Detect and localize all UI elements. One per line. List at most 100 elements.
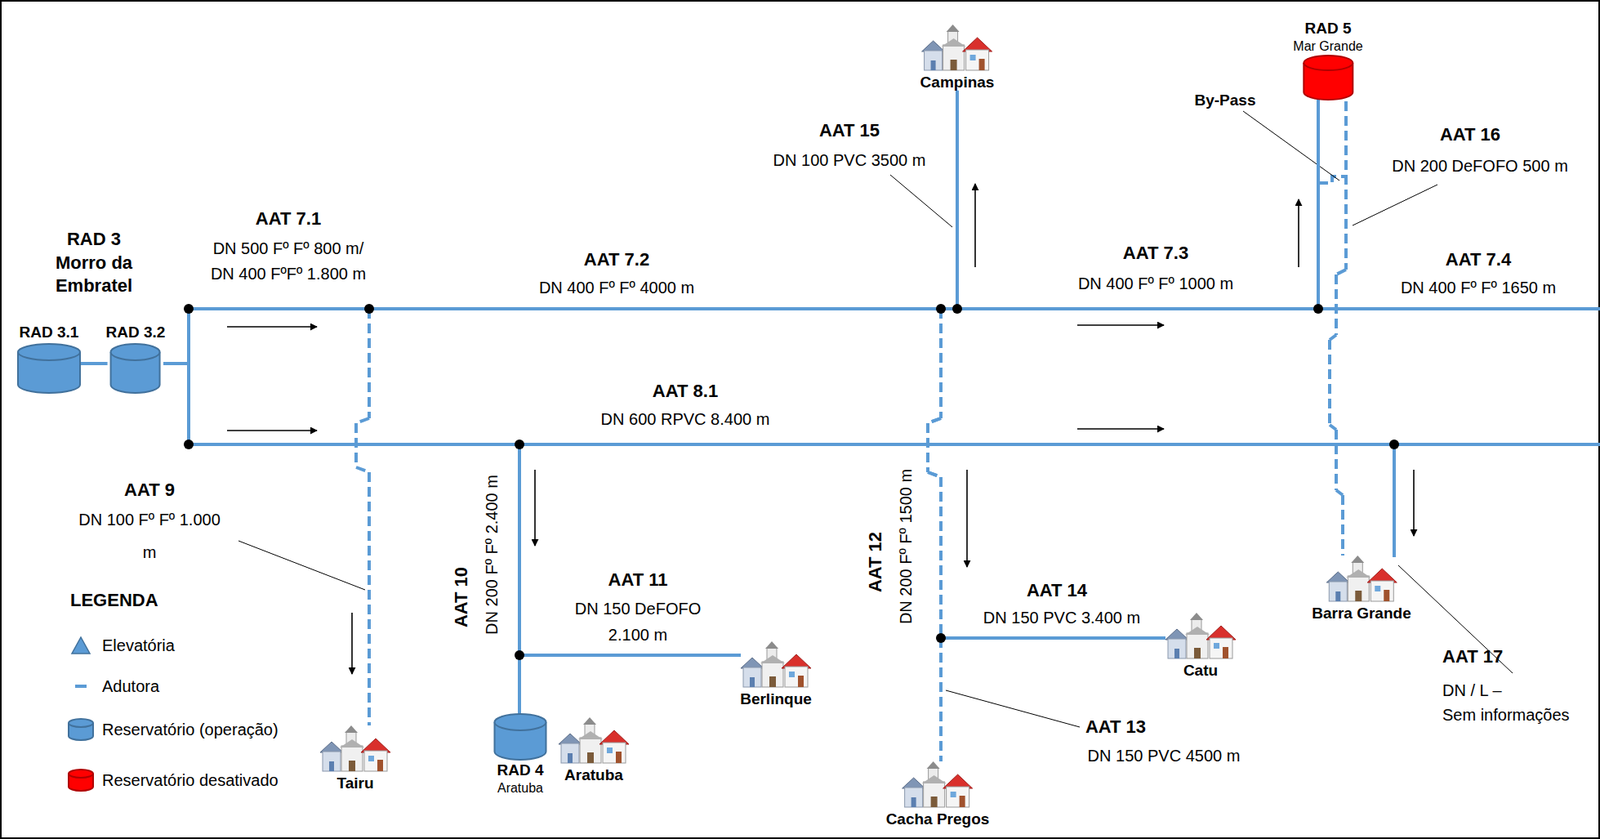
town-icon xyxy=(900,761,975,811)
house-door xyxy=(1222,646,1229,659)
pipe-segment xyxy=(188,442,1395,446)
flow-arrow xyxy=(966,469,968,567)
pipe-label: AAT 16 xyxy=(1439,123,1501,147)
house-door xyxy=(1174,648,1180,659)
pipe-label: AAT 12 xyxy=(864,531,887,593)
church-body xyxy=(1186,632,1208,659)
house-door xyxy=(931,60,936,71)
house-roof xyxy=(781,654,812,669)
house-wall xyxy=(784,666,808,687)
house-door xyxy=(749,677,755,687)
legend-text: Reservatório desativado xyxy=(102,771,279,790)
church-body xyxy=(1347,575,1369,602)
church-spire xyxy=(927,761,941,769)
pipe-connector xyxy=(164,363,520,713)
town-node: Barra Grande xyxy=(1311,555,1411,624)
node-title: Campinas xyxy=(920,73,995,93)
pipe-label: DN 600 RPVC 8.400 m xyxy=(601,409,771,430)
node-title: Berlinque xyxy=(739,690,812,709)
node-title: RAD 3.1 xyxy=(19,323,80,343)
leader-line xyxy=(945,690,1080,727)
junction-dot xyxy=(183,303,194,314)
house-door xyxy=(377,759,384,772)
pipe-label: DN / L – xyxy=(1442,680,1502,701)
pipe-segment xyxy=(939,308,943,419)
pipe-segment xyxy=(164,361,189,366)
town-icon xyxy=(1324,555,1399,605)
pipe-label: By-Pass xyxy=(1194,90,1257,111)
house-window xyxy=(606,747,613,754)
pipe-segment xyxy=(356,467,370,473)
house-roof xyxy=(943,774,973,789)
house-roof xyxy=(1326,571,1350,583)
house-door xyxy=(979,58,985,71)
reservoir-symbol xyxy=(493,712,549,762)
town-node: Tairu xyxy=(318,725,393,794)
pipe-segment xyxy=(187,308,191,364)
pipe-label: AAT 14 xyxy=(1026,579,1088,602)
church-body xyxy=(579,737,602,763)
junction-dot xyxy=(952,303,963,314)
church-roof xyxy=(578,730,603,740)
house-door xyxy=(329,761,335,772)
pipe-segment xyxy=(939,308,943,419)
church-body xyxy=(341,745,363,772)
junction-dot xyxy=(935,632,946,643)
pipe-segment xyxy=(1334,274,1338,335)
cylinder-top xyxy=(111,343,161,361)
pipe-label: DN 400 FºFº 1.800 m xyxy=(210,263,366,285)
junction-dot xyxy=(514,650,525,660)
house-roof xyxy=(902,777,926,789)
church-door xyxy=(587,752,594,763)
pipe-segment xyxy=(1329,334,1337,340)
pipe-label: DN 200 Fº Fº 2.400 m xyxy=(481,474,503,635)
leader-line xyxy=(238,540,366,590)
pipe-sample xyxy=(75,684,87,688)
node-title: Catu xyxy=(1183,661,1218,681)
town-icon xyxy=(739,641,813,691)
pipe-segment xyxy=(940,636,1164,640)
pipe-label: AAT 13 xyxy=(1085,715,1146,739)
legend-line xyxy=(70,681,92,691)
pipe-segment xyxy=(1392,444,1396,556)
church-roof xyxy=(339,739,365,748)
node-title: RAD 5 xyxy=(1304,19,1351,39)
church-spire xyxy=(1189,612,1204,620)
pipe-label: DN 400 Fº Fº 1650 m xyxy=(1400,277,1556,299)
house-wall xyxy=(602,742,626,763)
node-title: Barra Grande xyxy=(1311,604,1411,624)
house-door xyxy=(797,675,804,687)
pipe-segment xyxy=(1316,101,1320,309)
pipe-label: AAT 7.3 xyxy=(1123,241,1189,265)
reservoir-symbol xyxy=(1301,53,1355,102)
legend-swatch xyxy=(66,767,95,793)
town-node: Campinas xyxy=(920,24,995,93)
church-door xyxy=(348,760,356,772)
house-window xyxy=(950,791,957,798)
leader-line xyxy=(1352,184,1438,226)
house-roof xyxy=(558,733,582,745)
pipe-label: DN 200 DeFOFO 500 m xyxy=(1391,155,1569,177)
legend-title: LEGENDA xyxy=(70,588,159,612)
pipe-segment xyxy=(927,418,941,424)
flow-arrow xyxy=(534,469,536,546)
house-roof xyxy=(361,738,391,753)
house-wall xyxy=(1209,637,1233,659)
house-roof xyxy=(1367,568,1397,583)
church-body xyxy=(923,781,945,807)
leader-line xyxy=(1243,111,1340,181)
house-window xyxy=(1213,642,1220,649)
house-roof xyxy=(599,730,629,745)
flow-arrow xyxy=(1297,199,1300,268)
pipe-segment xyxy=(164,361,189,366)
pipe-segment xyxy=(188,307,1319,311)
pipe-connector xyxy=(164,92,958,364)
house-door xyxy=(567,753,573,763)
pipe-segment xyxy=(1336,269,1346,275)
pipe-segment xyxy=(1334,429,1338,491)
pipe-label: RAD 3 Morro da Embratel xyxy=(43,227,146,299)
pipe-label: AAT 17 xyxy=(1442,645,1503,669)
town-node: Berlinque xyxy=(739,641,813,709)
